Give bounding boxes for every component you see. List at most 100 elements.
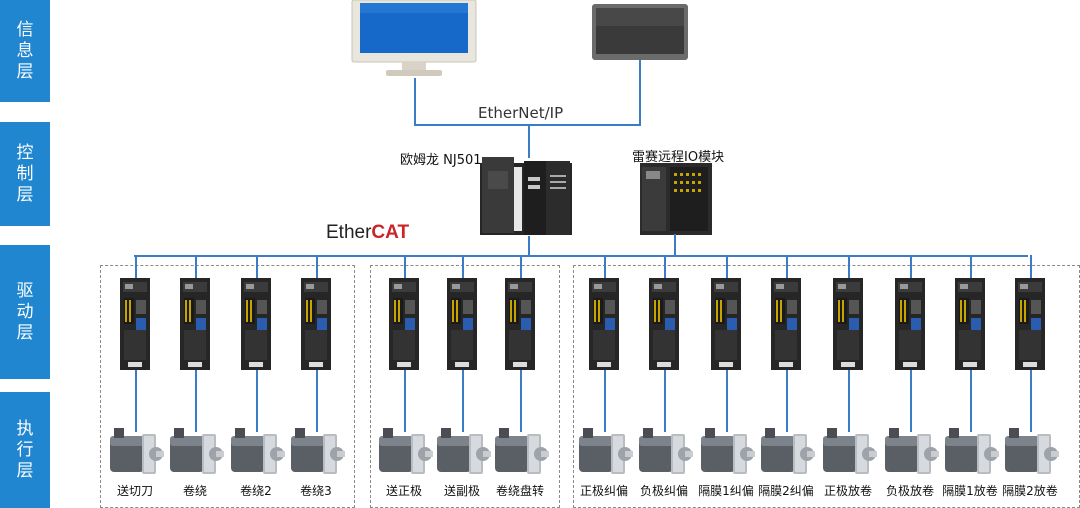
drive-drop-wire: [135, 255, 137, 279]
servo-drive-icon: [389, 278, 419, 370]
servo-drive-icon: [1015, 278, 1045, 370]
servo-motor-icon: [289, 428, 345, 476]
axis-label: 卷绕2: [240, 484, 272, 498]
axis-label: 送切刀: [116, 484, 153, 498]
servo-motor-icon: [493, 428, 549, 476]
motor-cable-wire: [462, 370, 464, 432]
ethernet-label: EtherNet/IP: [478, 104, 564, 122]
motor-cable-wire: [848, 370, 850, 432]
ethercat-prefix: Ether: [326, 222, 372, 243]
drive-drop-wire: [910, 255, 912, 279]
servo-motor-icon: [229, 428, 285, 476]
servo-drive-icon: [120, 278, 150, 370]
drive-drop-wire: [726, 255, 728, 279]
layer-label: 执行层: [16, 418, 34, 481]
axis-label: 隔膜2纠偏: [758, 484, 814, 498]
ethernet-wire-plc: [528, 124, 530, 158]
motor-cable-wire: [604, 370, 606, 432]
motor-cable-wire: [786, 370, 788, 432]
ethernet-wire-hmi: [639, 60, 641, 125]
axis-label: 隔膜2放卷: [1002, 484, 1058, 498]
drive-drop-wire: [786, 255, 788, 279]
servo-drive-icon: [771, 278, 801, 370]
servo-drive-icon: [711, 278, 741, 370]
axis-label: 负极放卷: [885, 484, 934, 498]
motor-cable-wire: [135, 370, 137, 432]
drive-drop-wire: [256, 255, 258, 279]
servo-motor-icon: [759, 428, 815, 476]
axis-label: 正极纠偏: [579, 484, 628, 498]
servo-drive-icon: [180, 278, 210, 370]
drive-drop-wire: [462, 255, 464, 279]
servo-motor-icon: [821, 428, 877, 476]
motor-cable-wire: [520, 370, 522, 432]
ethercat-logo: EtherCAT: [326, 222, 409, 244]
axis-label: 隔膜1纠偏: [698, 484, 754, 498]
motor-cable-wire: [316, 370, 318, 432]
servo-motor-icon: [1003, 428, 1059, 476]
drive-drop-wire: [195, 255, 197, 279]
drive-drop-wire: [404, 255, 406, 279]
plc-label: 欧姆龙 NJ501: [400, 153, 482, 168]
drive-drop-wire: [664, 255, 666, 279]
servo-motor-icon: [577, 428, 633, 476]
motor-cable-wire: [910, 370, 912, 432]
axis-label: 隔膜1放卷: [942, 484, 998, 498]
ethernet-bus: [414, 124, 641, 126]
io-module-icon: [640, 163, 712, 235]
io-module-label: 雷赛远程IO模块: [632, 150, 725, 165]
servo-drive-icon: [589, 278, 619, 370]
monitor-icon: [351, 0, 477, 76]
axis-label: 卷绕3: [300, 484, 332, 498]
ethercat-wire-io: [674, 234, 676, 256]
ethernet-wire-pc: [414, 78, 416, 125]
servo-motor-icon: [943, 428, 999, 476]
layer-label: 信息层: [16, 19, 34, 82]
drive-drop-wire: [604, 255, 606, 279]
servo-motor-icon: [168, 428, 224, 476]
servo-motor-icon: [435, 428, 491, 476]
axis-label: 送副极: [443, 484, 480, 498]
drive-drop-wire: [316, 255, 318, 279]
motor-cable-wire: [404, 370, 406, 432]
servo-motor-icon: [377, 428, 433, 476]
motor-cable-wire: [256, 370, 258, 432]
drive-drop-wire: [848, 255, 850, 279]
axis-label: 卷绕盘转: [495, 484, 544, 498]
layer-label: 控制层: [16, 142, 34, 205]
servo-drive-icon: [955, 278, 985, 370]
servo-drive-icon: [649, 278, 679, 370]
layer-tab-drive: 驱动层: [0, 245, 50, 379]
servo-motor-icon: [108, 428, 164, 476]
ethercat-suffix: CAT: [371, 222, 410, 243]
servo-drive-icon: [301, 278, 331, 370]
servo-drive-icon: [505, 278, 535, 370]
servo-motor-icon: [883, 428, 939, 476]
layer-label: 驱动层: [16, 280, 34, 343]
ethercat-bus: [134, 255, 1028, 257]
motor-cable-wire: [195, 370, 197, 432]
layer-tab-exec: 执行层: [0, 392, 50, 508]
motor-cable-wire: [1030, 370, 1032, 432]
motor-cable-wire: [726, 370, 728, 432]
axis-label: 正极放卷: [823, 484, 872, 498]
drive-drop-wire: [520, 255, 522, 279]
layer-tab-info: 信息层: [0, 0, 50, 102]
layer-tab-control: 控制层: [0, 122, 50, 226]
drive-drop-wire: [970, 255, 972, 279]
axis-label: 负极纠偏: [639, 484, 688, 498]
servo-drive-icon: [895, 278, 925, 370]
servo-motor-icon: [699, 428, 755, 476]
motor-cable-wire: [970, 370, 972, 432]
servo-motor-icon: [637, 428, 693, 476]
axis-label: 卷绕: [182, 484, 207, 498]
servo-drive-icon: [447, 278, 477, 370]
axis-label: 送正极: [385, 484, 422, 498]
servo-drive-icon: [241, 278, 271, 370]
plc-controller-icon: [480, 157, 572, 235]
motor-cable-wire: [664, 370, 666, 432]
hmi-panel-icon: [592, 4, 688, 60]
ethercat-wire-plc: [528, 236, 530, 256]
servo-drive-icon: [833, 278, 863, 370]
drive-drop-wire: [1030, 255, 1032, 279]
